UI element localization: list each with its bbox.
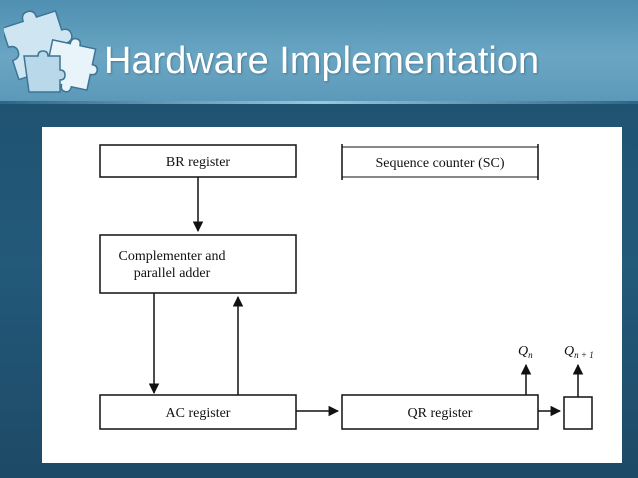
- diagram-panel: BR register Sequence counter (SC) Comple…: [42, 127, 622, 463]
- hardware-diagram: BR register Sequence counter (SC) Comple…: [99, 144, 594, 430]
- br-register-box: BR register: [99, 144, 297, 178]
- qn1-flipflop-box: [563, 396, 593, 430]
- sequence-counter-box: Sequence counter (SC): [341, 144, 539, 180]
- ac-register-box: AC register: [99, 394, 297, 430]
- adder-box: Complementer and parallel adder: [99, 234, 297, 294]
- qr-register-box: QR register: [341, 394, 539, 430]
- adder-label-line2: parallel adder: [134, 266, 211, 281]
- puzzle-pieces-icon: [4, 9, 99, 93]
- qn-label: Qn: [518, 344, 533, 360]
- slide-title: Hardware Implementation: [104, 40, 540, 82]
- adder-label-line1: Complementer and: [119, 249, 226, 264]
- qr-register-label: QR register: [408, 406, 473, 421]
- qn1-label: Qn + 1: [564, 344, 594, 360]
- sequence-counter-label: Sequence counter (SC): [375, 156, 504, 171]
- title-band: Hardware Implementation: [0, 0, 638, 104]
- ac-register-label: AC register: [166, 406, 231, 421]
- br-register-label: BR register: [166, 155, 230, 170]
